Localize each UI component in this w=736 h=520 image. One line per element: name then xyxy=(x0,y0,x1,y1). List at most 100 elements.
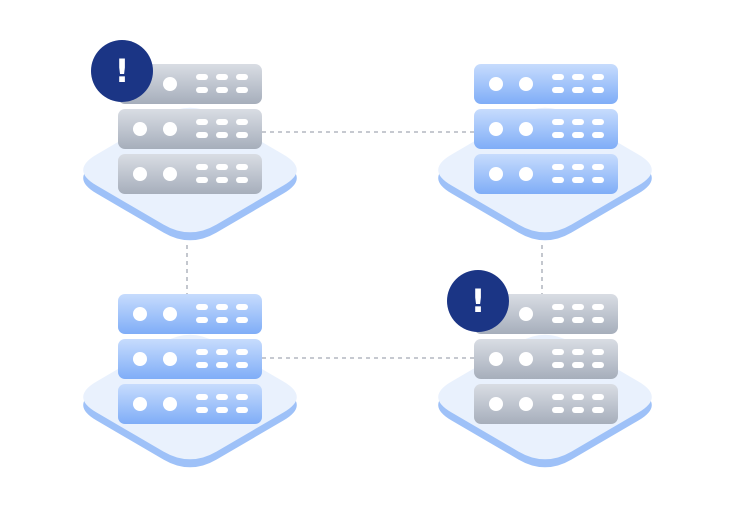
vent-slot xyxy=(236,164,248,170)
status-led xyxy=(519,122,533,136)
vent-slot xyxy=(216,349,228,355)
alert-glyph: ! xyxy=(115,52,130,90)
vent-slot xyxy=(236,132,248,138)
vent-slot xyxy=(552,177,564,183)
alert-badge[interactable]: ! xyxy=(447,270,509,332)
status-led xyxy=(519,77,533,91)
vent-slot xyxy=(216,394,228,400)
status-led xyxy=(163,307,177,321)
status-led xyxy=(163,352,177,366)
status-led xyxy=(489,352,503,366)
vent-slot xyxy=(572,177,584,183)
vent-slot xyxy=(572,74,584,80)
server-unit-body xyxy=(118,384,262,424)
status-led xyxy=(489,167,503,181)
status-led xyxy=(519,397,533,411)
server-unit-body xyxy=(474,154,618,194)
vent-slot xyxy=(196,317,208,323)
vent-slot xyxy=(236,304,248,310)
vent-slot xyxy=(552,349,564,355)
vent-slot xyxy=(572,317,584,323)
server-unit xyxy=(474,154,618,194)
alert-badge[interactable]: ! xyxy=(91,40,153,102)
vent-slot xyxy=(572,132,584,138)
vent-slot xyxy=(236,317,248,323)
server-node-top-right[interactable] xyxy=(438,64,652,241)
vent-slot xyxy=(572,394,584,400)
connectors-layer xyxy=(186,131,543,359)
vent-slot xyxy=(572,164,584,170)
vent-slot xyxy=(552,407,564,413)
status-led xyxy=(519,307,533,321)
status-led xyxy=(163,122,177,136)
server-node-bottom-right[interactable]: ! xyxy=(438,270,652,468)
server-unit-body xyxy=(474,384,618,424)
vent-slot xyxy=(592,394,604,400)
status-led xyxy=(519,352,533,366)
vent-slot xyxy=(216,317,228,323)
vent-slot xyxy=(572,349,584,355)
vent-slot xyxy=(592,349,604,355)
vent-slot xyxy=(572,119,584,125)
status-led xyxy=(489,122,503,136)
alert-icon xyxy=(447,270,509,332)
server-node-bottom-left[interactable] xyxy=(83,294,297,468)
vent-slot xyxy=(236,349,248,355)
vent-slot xyxy=(592,132,604,138)
server-unit xyxy=(118,384,262,424)
vent-slot xyxy=(552,119,564,125)
vent-slot xyxy=(552,132,564,138)
vent-slot xyxy=(552,362,564,368)
vent-slot xyxy=(236,119,248,125)
vent-slot xyxy=(552,304,564,310)
vent-slot xyxy=(216,132,228,138)
vent-slot xyxy=(196,304,208,310)
vent-slot xyxy=(196,74,208,80)
vent-slot xyxy=(552,164,564,170)
vent-slot xyxy=(572,87,584,93)
vent-slot xyxy=(552,317,564,323)
vent-slot xyxy=(216,177,228,183)
server-unit xyxy=(474,64,618,104)
server-unit-body xyxy=(474,64,618,104)
vent-slot xyxy=(236,87,248,93)
vent-slot xyxy=(592,317,604,323)
vent-slot xyxy=(196,177,208,183)
vent-slot xyxy=(236,394,248,400)
alert-glyph: ! xyxy=(471,282,486,320)
server-unit xyxy=(118,109,262,149)
server-unit-body xyxy=(474,109,618,149)
vent-slot xyxy=(216,362,228,368)
vent-slot xyxy=(196,349,208,355)
vent-slot xyxy=(216,164,228,170)
nodes-layer: !! xyxy=(83,40,652,468)
server-unit-body xyxy=(118,154,262,194)
status-led xyxy=(163,167,177,181)
vent-slot xyxy=(592,304,604,310)
vent-slot xyxy=(196,132,208,138)
status-led xyxy=(133,122,147,136)
server-unit-body xyxy=(118,109,262,149)
vent-slot xyxy=(196,362,208,368)
vent-slot xyxy=(236,74,248,80)
server-unit-body xyxy=(474,294,618,334)
server-unit-body xyxy=(118,339,262,379)
vent-slot xyxy=(216,304,228,310)
vent-slot xyxy=(572,304,584,310)
alert-icon xyxy=(91,40,153,102)
vent-slot xyxy=(592,362,604,368)
server-unit xyxy=(118,154,262,194)
vent-slot xyxy=(216,407,228,413)
server-unit-body xyxy=(474,339,618,379)
vent-slot xyxy=(592,407,604,413)
vent-slot xyxy=(196,394,208,400)
vent-slot xyxy=(592,87,604,93)
vent-slot xyxy=(592,119,604,125)
vent-slot xyxy=(216,74,228,80)
vent-slot xyxy=(196,87,208,93)
vent-slot xyxy=(592,177,604,183)
status-led xyxy=(163,397,177,411)
server-node-top-left[interactable]: ! xyxy=(83,40,297,241)
vent-slot xyxy=(196,164,208,170)
